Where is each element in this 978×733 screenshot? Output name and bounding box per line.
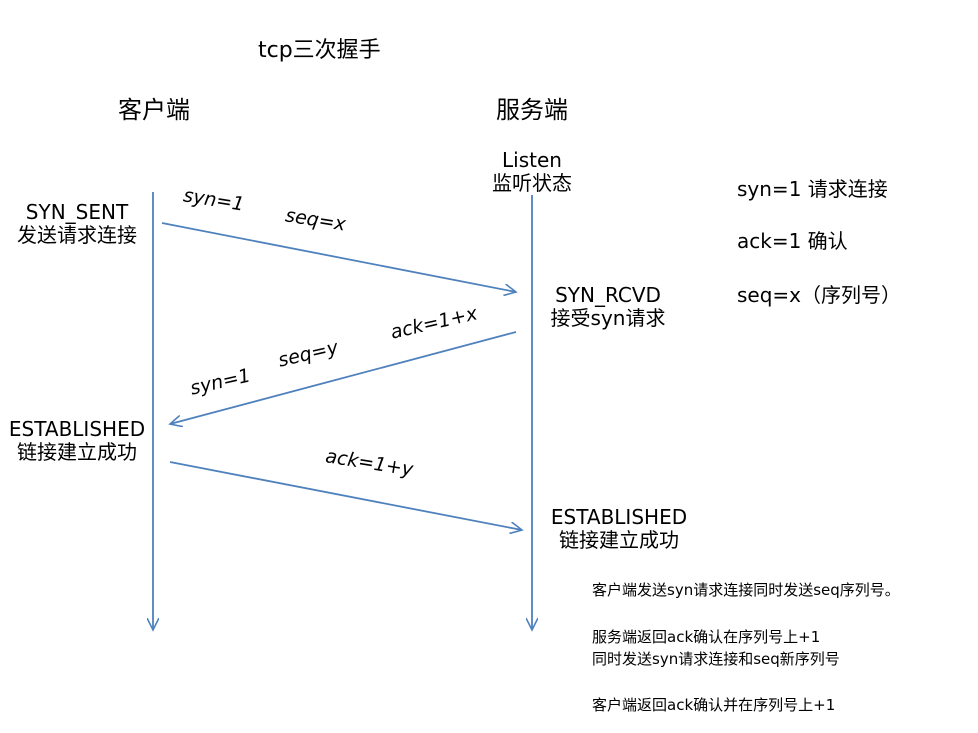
server-established-desc: 链接建立成功 bbox=[559, 528, 679, 552]
note-step2-line2: 同时发送syn请求连接和seq新序列号 bbox=[592, 650, 840, 668]
client-header: 客户端 bbox=[118, 96, 190, 124]
diagram-title: tcp三次握手 bbox=[258, 38, 381, 63]
note-step2-line1: 服务端返回ack确认在序列号上+1 bbox=[592, 628, 821, 646]
legend-seq: seq=x（序列号） bbox=[737, 283, 902, 307]
note-step1: 客户端发送syn请求连接同时发送seq序列号。 bbox=[592, 581, 900, 599]
syn-ack-arrow bbox=[170, 331, 517, 424]
client-established-desc: 链接建立成功 bbox=[17, 440, 137, 464]
legend-ack: ack=1 确认 bbox=[737, 229, 848, 253]
server-listen-desc: 监听状态 bbox=[492, 171, 572, 195]
client-syn-sent-code: SYN_SENT bbox=[25, 200, 129, 224]
server-header: 服务端 bbox=[496, 96, 568, 124]
client-syn-sent-state: SYN_SENT 发送请求连接 bbox=[17, 201, 137, 247]
note-step3: 客户端返回ack确认并在序列号上+1 bbox=[592, 696, 836, 714]
server-listen-state: Listen 监听状态 bbox=[492, 149, 572, 195]
client-syn-sent-desc: 发送请求连接 bbox=[17, 223, 137, 247]
server-established-code: ESTABLISHED bbox=[550, 505, 688, 529]
syn-arrow bbox=[161, 222, 516, 292]
server-established-state: ESTABLISHED 链接建立成功 bbox=[551, 506, 687, 552]
client-established-code: ESTABLISHED bbox=[8, 417, 146, 441]
server-syn-rcvd-code: SYN_RCVD bbox=[555, 283, 661, 307]
ack-arrow bbox=[169, 461, 522, 530]
server-listen-code: Listen bbox=[502, 148, 562, 172]
legend-syn: syn=1 请求连接 bbox=[737, 177, 888, 201]
server-syn-rcvd-desc: 接受syn请求 bbox=[550, 306, 666, 330]
server-syn-rcvd-state: SYN_RCVD 接受syn请求 bbox=[551, 284, 666, 330]
client-established-state: ESTABLISHED 链接建立成功 bbox=[9, 418, 145, 464]
